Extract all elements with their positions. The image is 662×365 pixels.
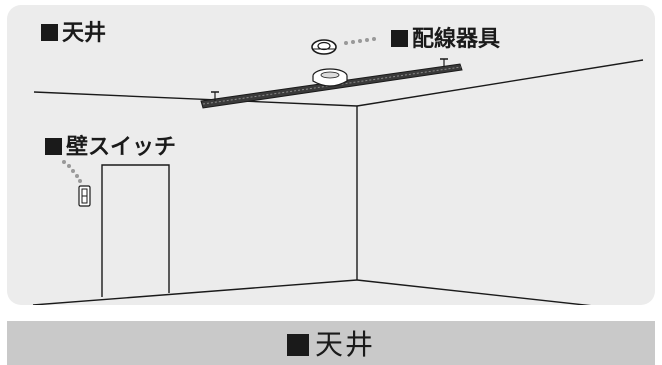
square-bullet-icon bbox=[286, 334, 309, 356]
square-bullet-icon bbox=[45, 138, 62, 155]
wiring-device-leader-dots bbox=[344, 37, 376, 45]
room-illustration bbox=[32, 37, 644, 305]
floor-left-edge bbox=[32, 279, 358, 305]
section-title-text: 天井 bbox=[314, 328, 375, 361]
door-icon bbox=[101, 164, 170, 297]
ceiling-label-text: 天井 bbox=[62, 21, 107, 46]
wall-switch-leader-dots bbox=[62, 160, 82, 183]
section-title-bar: 天井 bbox=[7, 321, 655, 365]
ceiling-back-right-edge bbox=[356, 59, 644, 107]
square-bullet-icon bbox=[391, 30, 408, 47]
wiring-device-label-text: 配線器具 bbox=[412, 27, 501, 52]
wall-switch-icon bbox=[78, 185, 91, 207]
room-outline bbox=[32, 59, 644, 305]
illustration-panel: 天井 配線器具 壁スイッチ bbox=[7, 5, 655, 305]
wall-switch-label: 壁スイッチ bbox=[45, 135, 176, 161]
wall-switch-label-text: 壁スイッチ bbox=[66, 135, 177, 160]
ceiling-rosette-mounted-icon bbox=[312, 68, 348, 87]
ceiling-back-left-edge bbox=[33, 91, 358, 107]
ceiling-rosette-icon bbox=[311, 39, 337, 55]
ceiling-label: 天井 bbox=[41, 21, 106, 47]
wiring-device-label: 配線器具 bbox=[391, 27, 500, 53]
floor-right-edge bbox=[356, 279, 592, 305]
section-title: 天井 bbox=[286, 323, 375, 363]
square-bullet-icon bbox=[41, 24, 58, 41]
